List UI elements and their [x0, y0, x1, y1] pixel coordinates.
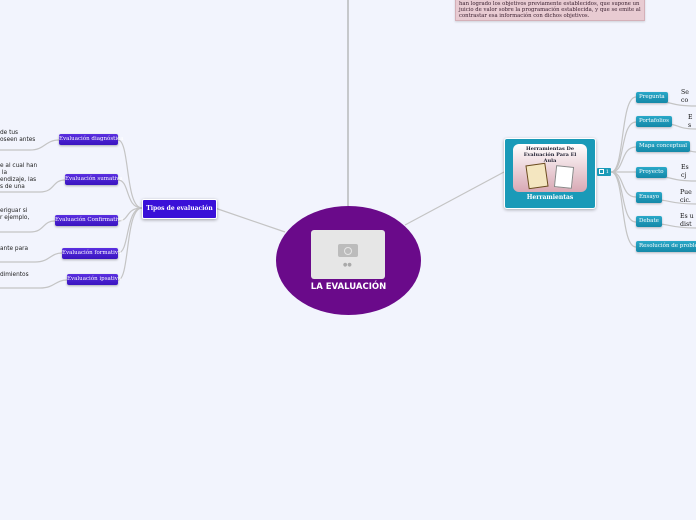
notebook-icon — [525, 162, 549, 190]
tool-ensayo[interactable]: Ensayo — [636, 192, 663, 203]
tool-resolucion-problemas[interactable]: Resolución de problemas — [636, 241, 696, 252]
tool-portafolios-text: E s — [688, 114, 693, 129]
top-note[interactable]: han logrado los objetivos previamente es… — [455, 0, 645, 21]
tool-ensayo-text: Pue cic. — [680, 189, 692, 204]
type-ipsativa-text: dimientos — [0, 272, 29, 278]
tool-portafolios[interactable]: Portafolios — [636, 116, 672, 127]
central-node[interactable]: ●● LA EVALUACIÓN — [276, 206, 421, 315]
type-ipsativa[interactable]: Evaluación ipsativa — [67, 274, 121, 285]
central-title: LA EVALUACIÓN — [310, 282, 387, 292]
tool-debate[interactable]: Debate — [636, 216, 662, 227]
tools-node[interactable]: Herramientas De Evaluación Para El Aula … — [504, 138, 596, 209]
collapse-count: 1 — [605, 169, 609, 175]
image-placeholder: ●● — [311, 230, 385, 279]
tool-proyecto[interactable]: Proyecto — [636, 167, 667, 178]
tool-proyecto-text: Es cj — [681, 164, 689, 179]
tools-image-caption: Herramientas De Evaluación Para El Aula — [523, 146, 577, 164]
camera-icon — [338, 244, 358, 257]
type-confirmativa[interactable]: Evaluación Confirmativa — [55, 215, 124, 226]
type-confirmativa-text: eriguar si r ejemplo, — [0, 208, 30, 221]
collapse-icon — [599, 169, 605, 174]
type-formativa-text: ante para — [0, 246, 29, 252]
type-sumativa[interactable]: Evaluación sumativa — [65, 174, 123, 185]
type-diagnostica[interactable]: Evaluación diagnóstica — [59, 134, 124, 145]
tools-title: Herramientas — [526, 194, 574, 201]
tools-image: Herramientas De Evaluación Para El Aula — [513, 144, 587, 192]
type-sumativa-text: e al cual han la endizaje, las s de una — [0, 163, 38, 190]
types-node[interactable]: Tipos de evaluación — [142, 199, 217, 219]
tool-mapa-conceptual[interactable]: Mapa conceptual — [636, 141, 691, 152]
top-note-text: han logrado los objetivos previamente es… — [459, 1, 641, 20]
collapse-badge[interactable]: 1 — [597, 168, 611, 176]
tool-pregunta[interactable]: Pregunta — [636, 92, 668, 103]
tool-debate-text: Es u dist — [680, 213, 694, 228]
type-formativa[interactable]: Evaluación formativa — [62, 248, 121, 259]
pencil-icon — [553, 165, 575, 189]
tool-pregunta-text: Se co — [681, 89, 689, 104]
type-diagnostica-text: de tus oseen antes — [0, 130, 36, 143]
